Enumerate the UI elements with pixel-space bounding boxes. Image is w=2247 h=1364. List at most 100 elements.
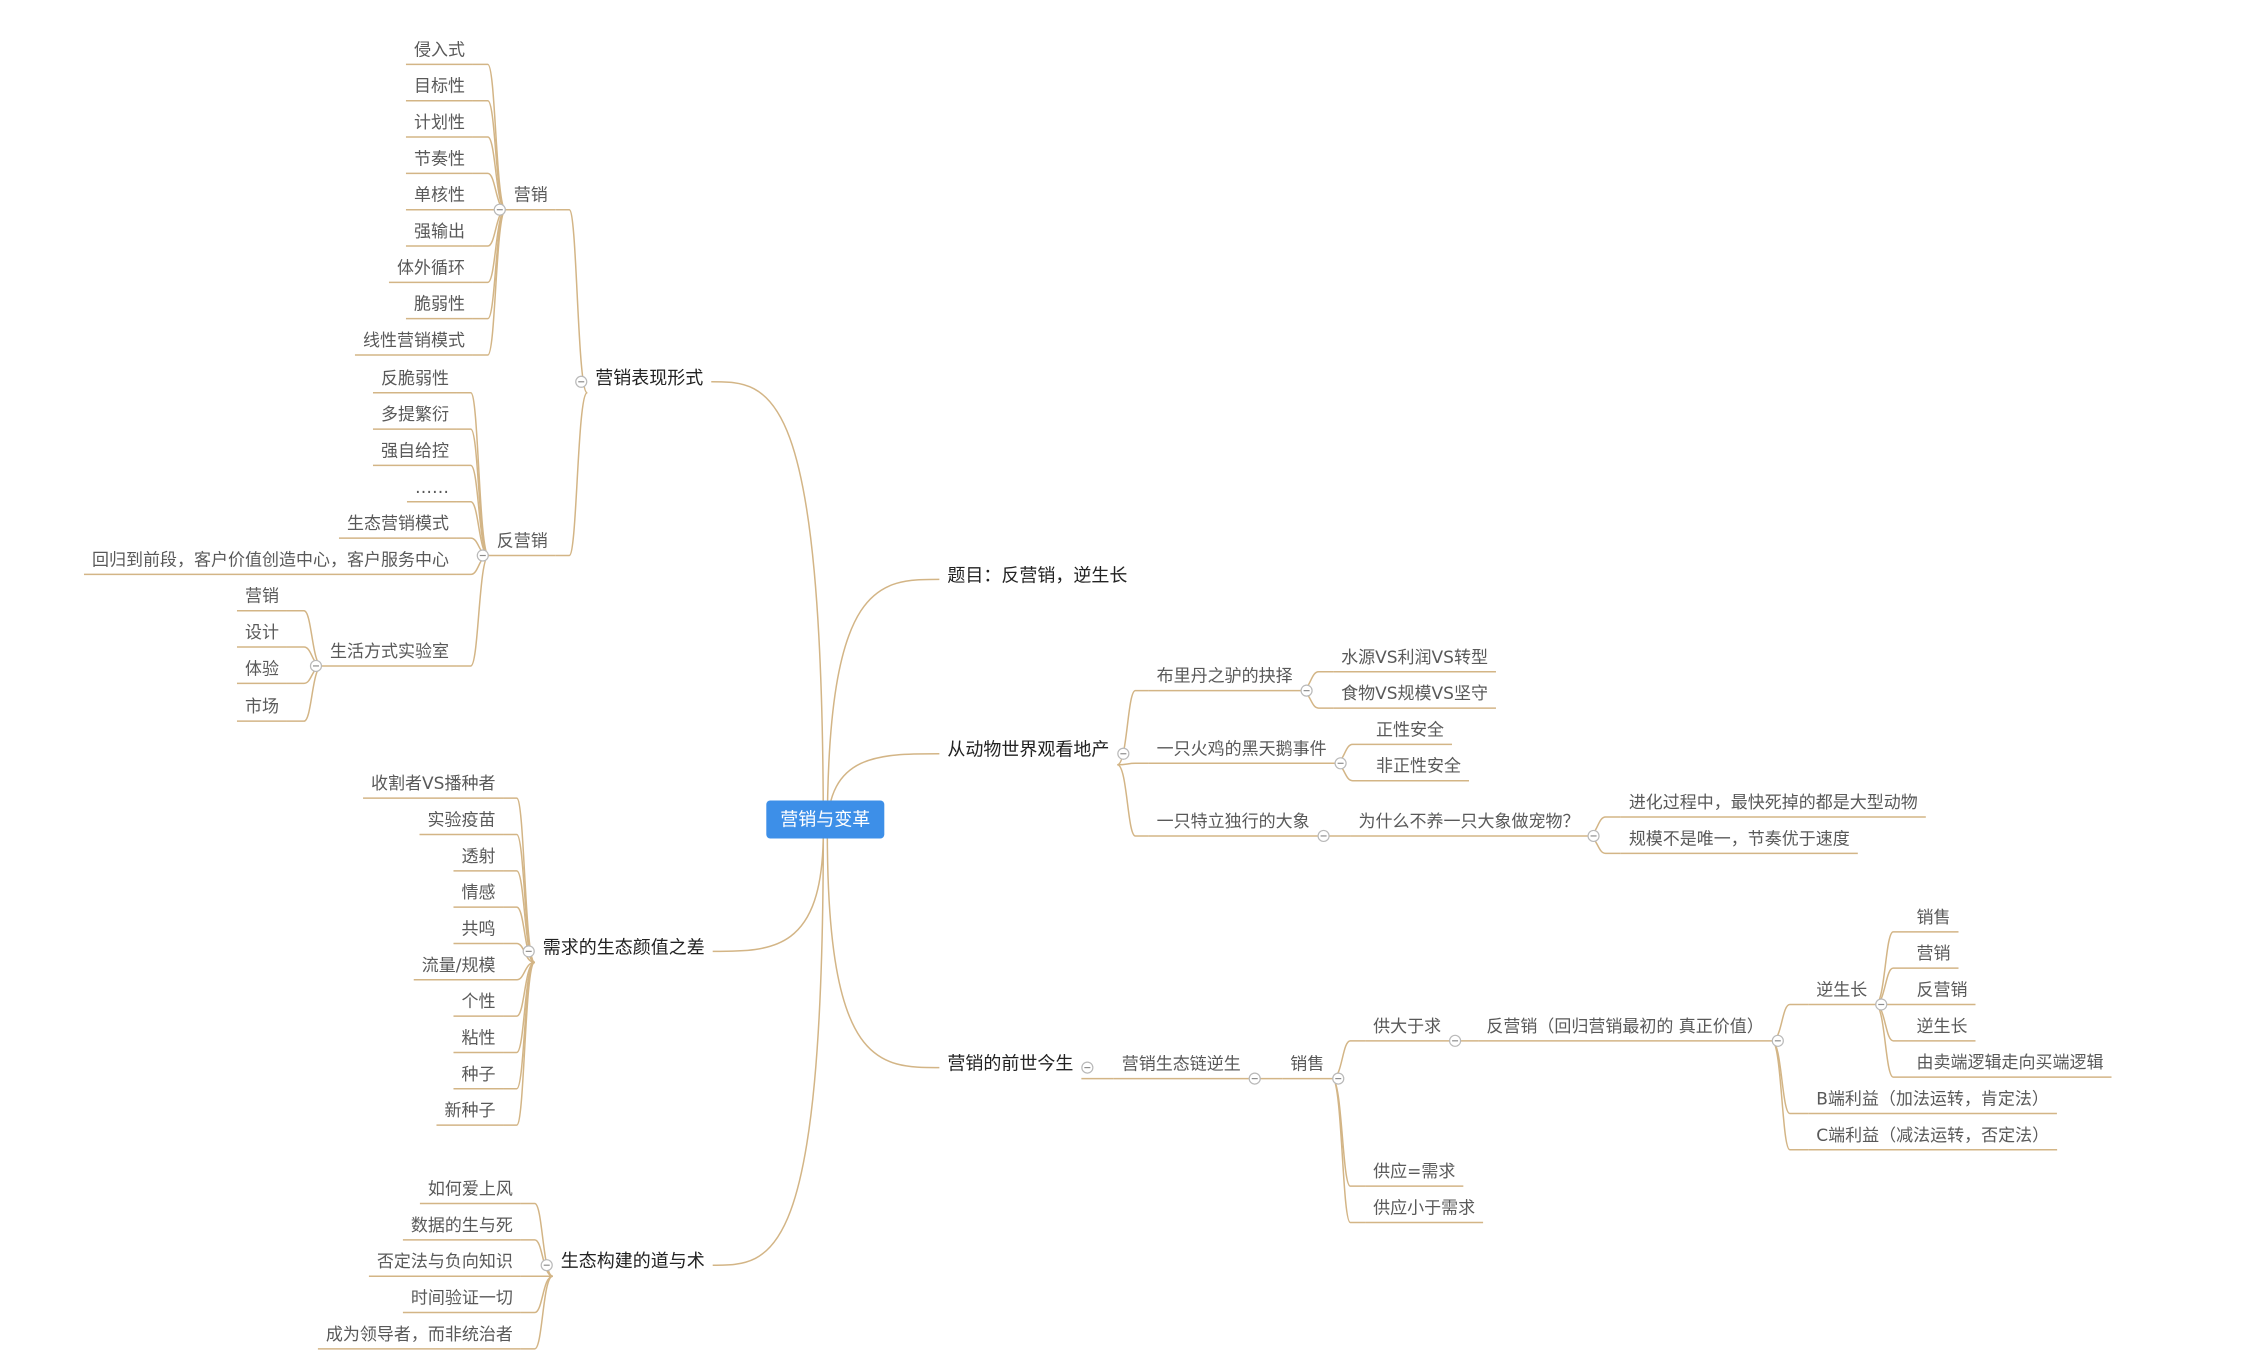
topic-r2c1[interactable]: 为什么不养一只大象做宠物？ — [1359, 812, 1580, 832]
collapse-toggle-r3a1[interactable] — [1332, 1072, 1345, 1085]
connector-b1 — [711, 381, 825, 832]
connector-b2c — [503, 870, 536, 964]
topic-r3x1[interactable]: 逆生长 — [1816, 980, 1867, 1000]
topic-r3a1a[interactable]: 供大于求 — [1373, 1017, 1441, 1037]
topic-r2a[interactable]: 布里丹之驴的抉择 — [1157, 667, 1293, 687]
topic-b2a[interactable]: 收割者VS播种者 — [371, 774, 495, 794]
topic-b1b7d[interactable]: 市场 — [245, 697, 279, 717]
collapse-toggle-r2c1[interactable] — [1587, 829, 1600, 843]
topic-b2f[interactable]: 流量/规模 — [422, 956, 496, 976]
topic-b2c[interactable]: 透射 — [461, 847, 495, 867]
topic-b2h[interactable]: 粘性 — [461, 1028, 495, 1048]
topic-b2j[interactable]: 新种子 — [444, 1101, 495, 1121]
topic-b1b6[interactable]: 回归到前段，客户价值创造中心，客户服务中心 — [92, 550, 449, 570]
connector-b3e — [520, 1275, 554, 1350]
topic-b2g[interactable]: 个性 — [461, 992, 495, 1012]
topic-r3a1a1[interactable]: 反营销（回归营销最初的 真正价值） — [1486, 1017, 1763, 1037]
collapse-layer — [309, 203, 1888, 1272]
topic-b1a2[interactable]: 目标性 — [414, 77, 465, 97]
topic-b1a3[interactable]: 计划性 — [414, 113, 465, 133]
topic-r3x2[interactable]: B端利益（加法运转，肯定法） — [1816, 1089, 2049, 1109]
topic-b1a4[interactable]: 节奏性 — [414, 149, 465, 169]
topic-b2e[interactable]: 共鸣 — [461, 919, 495, 939]
topic-r3x1e[interactable]: 由卖端逻辑走向买端逻辑 — [1917, 1053, 2104, 1073]
topic-b1b[interactable]: 反营销 — [497, 532, 548, 552]
topic-r2[interactable]: 从动物世界观看地产 — [947, 740, 1109, 761]
topic-b1a5[interactable]: 单核性 — [414, 186, 465, 206]
topic-b1a7[interactable]: 体外循环 — [397, 258, 465, 278]
collapse-toggle-r3x1[interactable] — [1875, 998, 1888, 1011]
topic-r2b2[interactable]: 非正性安全 — [1376, 757, 1461, 777]
topic-r3a1c[interactable]: 供应小于需求 — [1373, 1198, 1475, 1218]
collapse-toggle-r3a1a1[interactable] — [1771, 1034, 1784, 1047]
topic-b1b1[interactable]: 反脆弱性 — [381, 369, 449, 389]
collapse-toggle-b3[interactable] — [540, 1259, 553, 1272]
topic-b3e[interactable]: 成为领导者，而非统治者 — [326, 1325, 513, 1345]
topic-b1b7[interactable]: 生活方式实验室 — [330, 642, 449, 662]
topic-r2a2[interactable]: 食物VS规模VS坚守 — [1341, 684, 1488, 704]
collapse-toggle-r2a[interactable] — [1300, 684, 1313, 697]
topic-r3x1c[interactable]: 反营销 — [1917, 980, 1968, 1000]
topic-r2b[interactable]: 一只火鸡的黑天鹅事件 — [1157, 739, 1327, 759]
topic-b3b[interactable]: 数据的生与死 — [411, 1216, 513, 1236]
collapse-toggle-r3[interactable] — [1081, 1061, 1094, 1074]
topic-b3a[interactable]: 如何爱上风 — [428, 1180, 513, 1200]
collapse-toggle-r3a[interactable] — [1248, 1072, 1261, 1085]
topic-r3a1[interactable]: 销售 — [1290, 1055, 1324, 1075]
root-topic[interactable]: 营销与变革 — [766, 800, 885, 839]
topic-b1[interactable]: 营销表现形式 — [595, 368, 703, 389]
collapse-toggle-b1a[interactable] — [493, 203, 506, 216]
topic-b1a8[interactable]: 脆弱性 — [414, 295, 465, 315]
topic-b1a1[interactable]: 侵入式 — [414, 40, 465, 60]
connector-r2a — [1116, 689, 1149, 766]
collapse-toggle-b1b[interactable] — [476, 549, 489, 562]
topic-b1a6[interactable]: 强输出 — [414, 222, 465, 242]
topic-b1b7a[interactable]: 营销 — [245, 587, 279, 607]
collapse-toggle-r2c[interactable] — [1317, 829, 1330, 843]
topic-r3x1d[interactable]: 逆生长 — [1917, 1017, 1968, 1037]
collapse-toggle-r3a1a[interactable] — [1448, 1034, 1462, 1047]
topic-r3x1b[interactable]: 营销 — [1917, 944, 1951, 964]
topic-r2c[interactable]: 一只特立独行的大象 — [1157, 812, 1310, 832]
topic-b2d[interactable]: 情感 — [461, 883, 495, 903]
topic-b1a[interactable]: 营销 — [514, 186, 548, 206]
connector-r2c — [1116, 763, 1149, 837]
topic-r2a1[interactable]: 水源VS利润VS转型 — [1341, 648, 1488, 668]
connector-r1 — [826, 578, 940, 832]
topic-r3x3[interactable]: C端利益（减法运转，否定法） — [1816, 1126, 2049, 1146]
topic-r2b1[interactable]: 正性安全 — [1376, 720, 1444, 740]
topic-b1a9[interactable]: 线性营销模式 — [363, 331, 465, 351]
topic-r3x1a[interactable]: 销售 — [1917, 908, 1951, 928]
topic-b3c[interactable]: 否定法与负向知识 — [377, 1252, 513, 1272]
topic-r1[interactable]: 题目：反营销，逆生长 — [947, 565, 1127, 586]
root-topic-box[interactable] — [766, 800, 885, 839]
topic-b1b7c[interactable]: 体验 — [245, 659, 279, 679]
topic-r3a1b[interactable]: 供应=需求 — [1373, 1162, 1455, 1182]
connector-b3b — [520, 1239, 553, 1277]
topic-b1b7b[interactable]: 设计 — [245, 623, 279, 643]
topic-b1b5[interactable]: 生态营销模式 — [347, 514, 449, 534]
connector-b1b7a — [286, 609, 323, 667]
topic-b1b2[interactable]: 多提繁衍 — [381, 405, 449, 425]
topic-r3[interactable]: 营销的前世今生 — [947, 1054, 1073, 1075]
collapse-toggle-r2b[interactable] — [1334, 757, 1347, 770]
topic-r2c1b[interactable]: 规模不是唯一，节奏优于速度 — [1629, 829, 1850, 849]
connector-b1b7 — [456, 554, 490, 667]
collapse-toggle-r2[interactable] — [1117, 747, 1130, 760]
topic-b1b4[interactable]: …… — [415, 478, 449, 498]
collapse-toggle-b2[interactable] — [522, 945, 535, 958]
topic-r3a[interactable]: 营销生态链逆生 — [1122, 1055, 1241, 1075]
connector-b1b7d — [286, 665, 323, 722]
topic-b1b3[interactable]: 强自给控 — [381, 441, 449, 461]
topic-b2i[interactable]: 种子 — [461, 1065, 495, 1085]
topic-b3d[interactable]: 时间验证一切 — [411, 1289, 513, 1309]
underline-layer — [83, 63, 2112, 1350]
topic-b3[interactable]: 生态构建的道与术 — [561, 1251, 705, 1272]
connector-b1a9 — [472, 208, 507, 356]
topic-r2c1a[interactable]: 进化过程中，最快死掉的都是大型动物 — [1629, 793, 1918, 813]
topic-b2[interactable]: 需求的生态颜值之差 — [543, 937, 705, 958]
collapse-toggle-b1b7[interactable] — [309, 659, 323, 673]
connector-r3a1c — [1331, 1077, 1366, 1224]
topic-b2b[interactable]: 实验疫苗 — [427, 810, 495, 830]
collapse-toggle-b1[interactable] — [575, 375, 588, 388]
